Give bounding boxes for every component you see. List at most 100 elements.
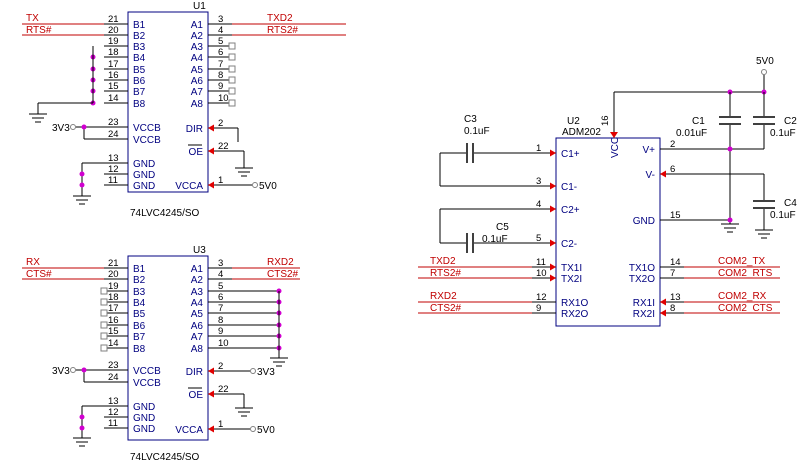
no-connect-marker [228,87,236,95]
pin-name: B4 [133,298,146,309]
pin-number: 10 [536,268,547,279]
u1-net-rts2: RTS2# [267,25,298,36]
junction-dot [79,414,85,420]
u3-body [127,255,209,441]
pin-name: VCCA [175,425,203,436]
pin-number: 18 [108,47,119,58]
pin-number: 3 [536,176,541,187]
pin-name: DIR [186,124,203,135]
pin-name: B1 [133,20,146,31]
pin-name: V+ [642,145,655,156]
pin-name: RX1O [561,298,588,309]
pin-number: 13 [670,292,681,303]
junction-dot [81,124,87,130]
u2-net-rxd2: RXD2 [430,291,457,302]
u1-part: 74LVC4245/SO [130,208,200,219]
c5-value: 0.1uF [482,234,508,245]
pin-name: C2+ [561,205,580,216]
pin-name: B6 [133,321,146,332]
pin-name: A4 [191,298,204,309]
pin-number: 5 [536,233,541,244]
pin-number: 24 [108,129,119,140]
ground-symbol [235,407,253,417]
u3-net-cts2: CTS2# [267,269,299,280]
no-connect-marker [100,344,108,352]
u3-5v0-terminal [250,426,256,432]
pin-name: TX2I [561,274,582,285]
pin-name: A3 [191,287,204,298]
no-connect-marker [100,287,108,295]
pin-number: 7 [218,59,223,70]
ground-symbol [721,223,739,233]
u3-vcca-net: 5V0 [257,425,275,436]
u3-net-rx: RX [26,257,40,268]
pin-number: 20 [108,25,119,36]
pin-name: DIR [186,367,203,378]
pin-name: B6 [133,76,146,87]
u1-block: U1 74LVC4245/SO 21B120B219B318B417B516B6… [22,1,346,219]
pin-number: 16 [108,70,119,81]
pin-name: A5 [191,65,204,76]
c1-ref: C1 [692,116,705,127]
no-connect-marker [228,65,236,73]
ground-symbol [29,113,47,123]
ground-symbol [270,357,288,367]
pin-number: 2 [670,139,675,150]
pin-number: 17 [108,303,119,314]
pin-name: C1+ [561,149,580,160]
pin-number: 16 [108,315,119,326]
pin-number: 11 [108,418,118,429]
u2-supply-net: 5V0 [756,56,774,67]
pin-number: 15 [108,326,119,337]
pin-direction-arrow [550,149,556,157]
pin-number: 11 [108,175,118,186]
u2-vcc-name: VCC [610,137,621,158]
pin-number: 22 [218,141,229,152]
u1-vcca-net: 5V0 [259,181,277,192]
u3-vccb-net: 3V3 [52,366,70,377]
pin-name: A6 [191,321,204,332]
pin-number: 9 [536,303,541,314]
ground-symbol [235,167,253,177]
pin-name: GND [133,170,155,181]
u2-net-com2-tx: COM2_TX [718,256,766,267]
pin-number: 8 [218,70,223,81]
pin-number: 11 [536,257,546,268]
pin-number: 7 [218,303,223,314]
pin-name: RX1I [633,298,655,309]
pin-number: 10 [218,93,229,104]
pin-name: GND [133,402,155,413]
u3-dir-net: 3V3 [257,367,275,378]
pin-number: 12 [108,407,119,418]
pin-number: 5 [218,281,223,292]
pin-name: A7 [191,332,204,343]
pin-number: 4 [218,25,223,36]
c2-ref: C2 [784,116,797,127]
u2-part: ADM202 [562,127,601,138]
pin-name: RX2I [633,309,655,320]
u3-net-rxd2: RXD2 [267,257,294,268]
c3-ref: C3 [464,114,477,125]
pin-direction-arrow [550,205,556,213]
pin-name: A6 [191,76,204,87]
pin-name: B1 [133,264,146,275]
ground-symbol [73,437,91,447]
u3-part: 74LVC4245/SO [130,452,200,463]
pin-name: TX1O [629,263,655,274]
u2-net-com2-cts: COM2_CTS [718,303,773,314]
u2-body [555,137,661,327]
u1-ref: U1 [193,1,206,12]
pin-name: TX1I [561,263,582,274]
pin-number: 7 [670,268,675,279]
ground-symbol [755,229,773,239]
pin-name: VCCB [133,135,161,146]
pin-name: TX2O [629,274,655,285]
pin-number: 14 [108,338,119,349]
pin-name: B8 [133,344,146,355]
pin-name: A1 [191,20,204,31]
pin-name: B2 [133,275,146,286]
pin-name: VCCB [133,366,161,377]
pin-name: A8 [191,99,204,110]
c3-value: 0.1uF [464,126,490,137]
